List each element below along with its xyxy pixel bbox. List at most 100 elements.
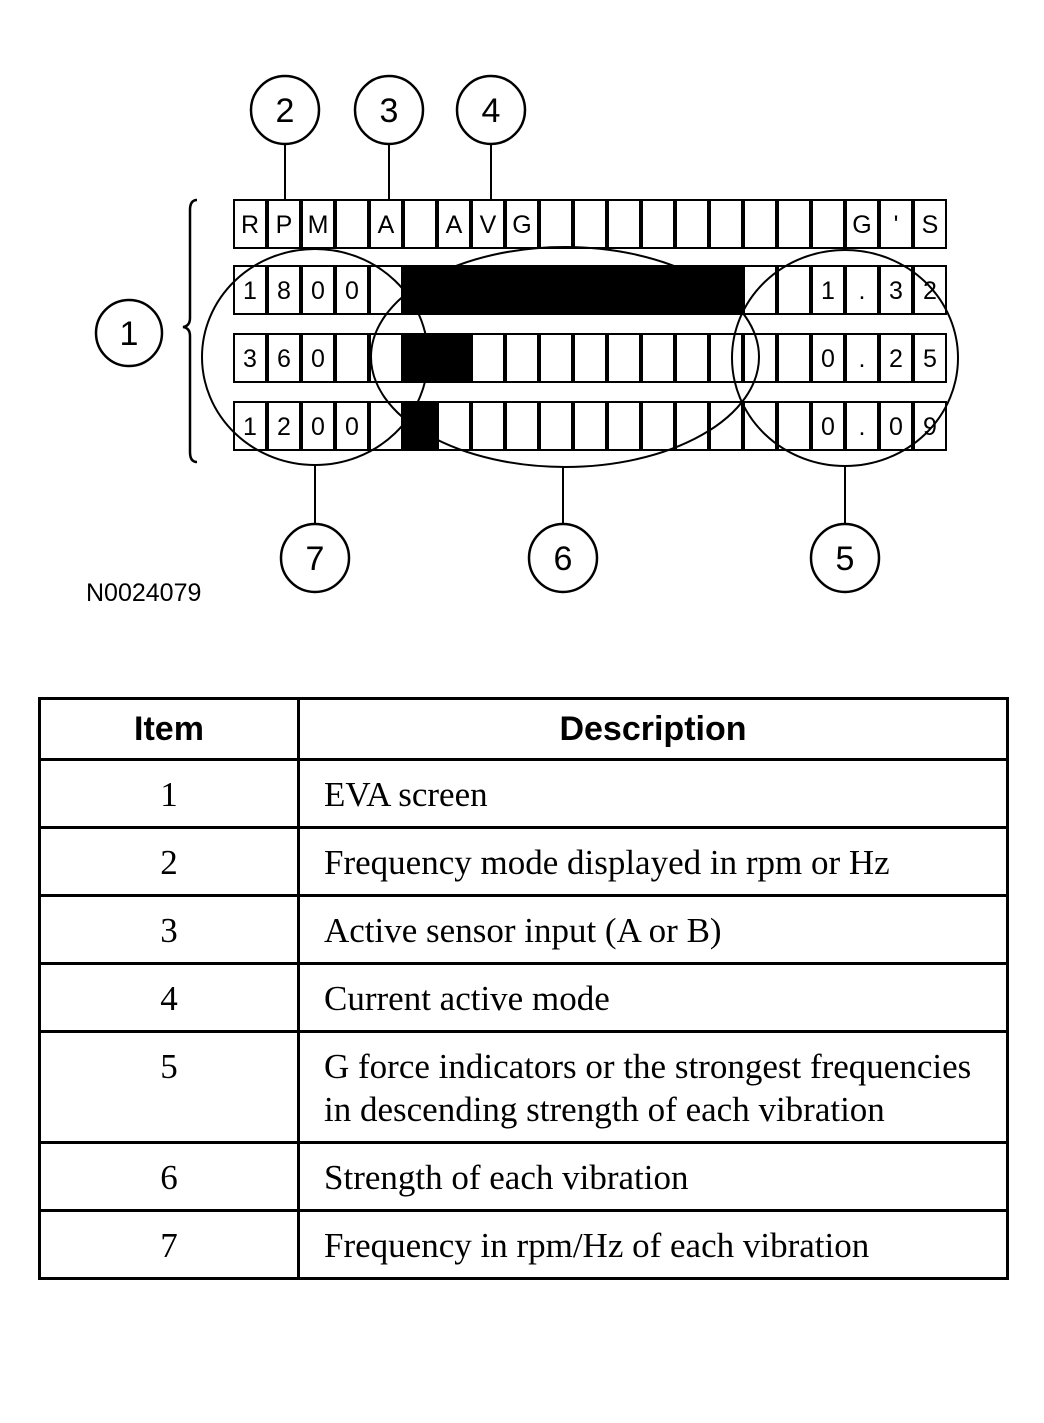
lcd-cell — [471, 333, 505, 383]
lcd-cell — [743, 333, 777, 383]
lcd-character: A — [446, 211, 463, 239]
svg-text:1: 1 — [120, 315, 139, 353]
item-description: G force indicators or the strongest freq… — [297, 1030, 1009, 1144]
lcd-cell — [879, 199, 913, 249]
lcd-cell — [811, 333, 845, 383]
lcd-cell — [301, 199, 335, 249]
lcd-cell — [913, 401, 947, 451]
lcd-cell — [913, 333, 947, 383]
lcd-cell — [845, 401, 879, 451]
lcd-cell — [267, 265, 301, 315]
lcd-character: R — [241, 211, 259, 239]
strength-bar-cell — [437, 265, 471, 315]
lcd-cell — [879, 265, 913, 315]
lcd-character: ' — [894, 211, 899, 239]
lcd-cell — [301, 265, 335, 315]
table-row: 2 Frequency mode displayed in rpm or Hz — [38, 826, 1009, 897]
lcd-character: 1 — [243, 277, 257, 305]
strength-bar-cell — [403, 401, 437, 451]
lcd-cell — [607, 199, 641, 249]
strength-bar-cell — [403, 265, 437, 315]
lcd-cell — [607, 333, 641, 383]
svg-text:4: 4 — [482, 92, 501, 130]
lcd-cell — [845, 333, 879, 383]
lcd-cell — [335, 333, 369, 383]
strength-bar-cell — [471, 265, 505, 315]
table-row: 3 Active sensor input (A or B) — [38, 894, 1009, 965]
description-column-header: Description — [297, 697, 1009, 761]
lcd-cell — [607, 401, 641, 451]
item-number: 4 — [38, 962, 300, 1033]
lcd-cell — [267, 199, 301, 249]
item-number: 3 — [38, 894, 300, 965]
item-description: Strength of each vibration — [297, 1141, 1009, 1212]
lcd-character: 0 — [345, 413, 359, 441]
lcd-cell — [505, 401, 539, 451]
lcd-cell — [913, 265, 947, 315]
lcd-cell — [335, 265, 369, 315]
lcd-cell — [845, 265, 879, 315]
lcd-character: 1 — [821, 277, 835, 305]
lcd-cell — [233, 265, 267, 315]
lcd-cell — [335, 199, 369, 249]
table-row: 6 Strength of each vibration — [38, 1141, 1009, 1212]
table-row: 1 EVA screen — [38, 758, 1009, 829]
item-number: 7 — [38, 1209, 300, 1280]
lcd-cell — [743, 265, 777, 315]
lcd-cell — [811, 401, 845, 451]
lcd-cell — [573, 333, 607, 383]
lcd-character: 5 — [923, 345, 937, 373]
lcd-cell — [301, 333, 335, 383]
lcd-character: 1 — [243, 413, 257, 441]
screen-bracket — [182, 198, 198, 464]
lcd-character: P — [276, 211, 293, 239]
lcd-character: 0 — [311, 345, 325, 373]
lcd-character: 3 — [889, 277, 903, 305]
lcd-cell — [811, 265, 845, 315]
table-header-row: Item Description — [38, 697, 1009, 761]
strength-bar-cell — [505, 265, 539, 315]
lcd-cell — [369, 199, 403, 249]
lcd-cell — [505, 199, 539, 249]
callout-4: 4 — [455, 74, 527, 146]
callout-3: 3 — [353, 74, 425, 146]
lcd-character: S — [922, 211, 939, 239]
lcd-cell — [777, 265, 811, 315]
lcd-cell — [675, 199, 709, 249]
item-description: EVA screen — [297, 758, 1009, 829]
lcd-cell — [539, 333, 573, 383]
lcd-character: V — [480, 211, 497, 239]
lcd-cell — [743, 199, 777, 249]
strength-bar-cell — [607, 265, 641, 315]
lcd-cell — [437, 199, 471, 249]
strength-bar-cell — [539, 265, 573, 315]
lcd-character: 3 — [243, 345, 257, 373]
item-description: Active sensor input (A or B) — [297, 894, 1009, 965]
lcd-cell — [709, 199, 743, 249]
lcd-cell — [777, 199, 811, 249]
strength-bar-cell — [641, 265, 675, 315]
lcd-cell — [573, 199, 607, 249]
item-number: 6 — [38, 1141, 300, 1212]
lcd-cell — [471, 401, 505, 451]
table-row: 4 Current active mode — [38, 962, 1009, 1033]
callout-7: 7 — [279, 522, 351, 594]
lcd-character: . — [859, 413, 866, 441]
lcd-character: 0 — [345, 277, 359, 305]
lcd-cell — [267, 401, 301, 451]
lcd-cell — [403, 199, 437, 249]
lcd-cell — [641, 333, 675, 383]
strength-bar-cell — [437, 333, 471, 383]
callout-1: 1 — [94, 298, 164, 368]
item-number: 2 — [38, 826, 300, 897]
callout-5: 5 — [809, 522, 881, 594]
lcd-character: 9 — [923, 413, 937, 441]
figure-id: N0024079 — [86, 579, 201, 607]
lcd-cell — [369, 333, 403, 383]
svg-text:5: 5 — [836, 540, 855, 578]
table-row: 7 Frequency in rpm/Hz of each vibration — [38, 1209, 1009, 1280]
